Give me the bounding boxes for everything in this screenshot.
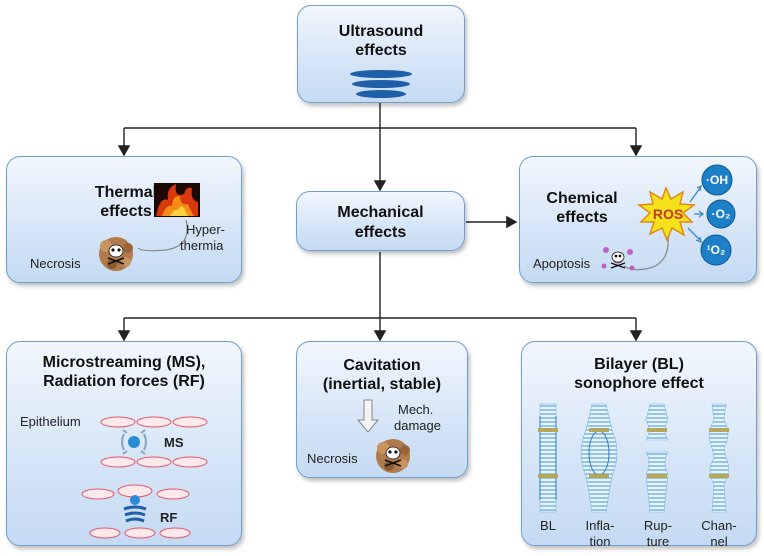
bilayer-stage-label: Chan- [701, 518, 737, 533]
mech-damage-label-line2: damage [394, 418, 441, 433]
ros-label: ROS [652, 206, 684, 222]
mech-damage-label-line1: Mech. [398, 402, 434, 417]
thermal-title-line1: Thermal [94, 184, 158, 201]
bilayer-title-line1: Bilayer (BL) [594, 356, 684, 373]
microstreaming-title-line2: Radiation forces (RF) [43, 373, 205, 390]
bilayer-stage-label: BL [540, 518, 556, 533]
mechanical-title-line1: Mechanical [337, 204, 424, 221]
bilayer-stage-label: Infla- [585, 518, 615, 533]
hyperthermia-label-line1: Hyper- [186, 222, 226, 237]
cavitation-necrosis-label: Necrosis [307, 451, 358, 466]
chemical-title-line2: effects [556, 209, 608, 226]
chemical-title-line1: Chemical [546, 190, 618, 207]
hydroxyl-radical-label: ·OH [706, 173, 728, 187]
bilayer-stage-label: tion [589, 534, 611, 549]
thermal-effects-box [6, 156, 242, 283]
singlet-oxygen-label: ¹O₂ [706, 243, 726, 257]
ms-label: MS [164, 435, 184, 450]
hyperthermia-label-line2: thermia [180, 238, 224, 253]
cavitation-title-line1: Cavitation [343, 357, 421, 374]
thermal-title-line2: effects [100, 203, 152, 220]
mechanical-effects-box [296, 191, 465, 251]
bilayer-stage-label: nel [710, 534, 728, 549]
ultrasound-title-line2: effects [355, 42, 407, 59]
bilayer-title-line2: sonophore effect [574, 375, 704, 392]
epithelium-label: Epithelium [20, 414, 81, 429]
cavitation-title-line2: (inertial, stable) [322, 376, 442, 393]
mechanical-title-line2: effects [354, 224, 407, 241]
microstreaming-title-line1: Microstreaming (MS), [42, 354, 206, 371]
rf-label: RF [160, 510, 178, 525]
thermal-necrosis-label: Necrosis [30, 256, 81, 271]
superoxide-radical-label: ·O₂ [711, 207, 731, 221]
bilayer-stage-label: ture [646, 534, 670, 549]
ultrasound-title-line1: Ultrasound [338, 23, 424, 40]
apoptosis-label: Apoptosis [533, 256, 591, 271]
bilayer-stage-label: Rup- [643, 518, 673, 533]
